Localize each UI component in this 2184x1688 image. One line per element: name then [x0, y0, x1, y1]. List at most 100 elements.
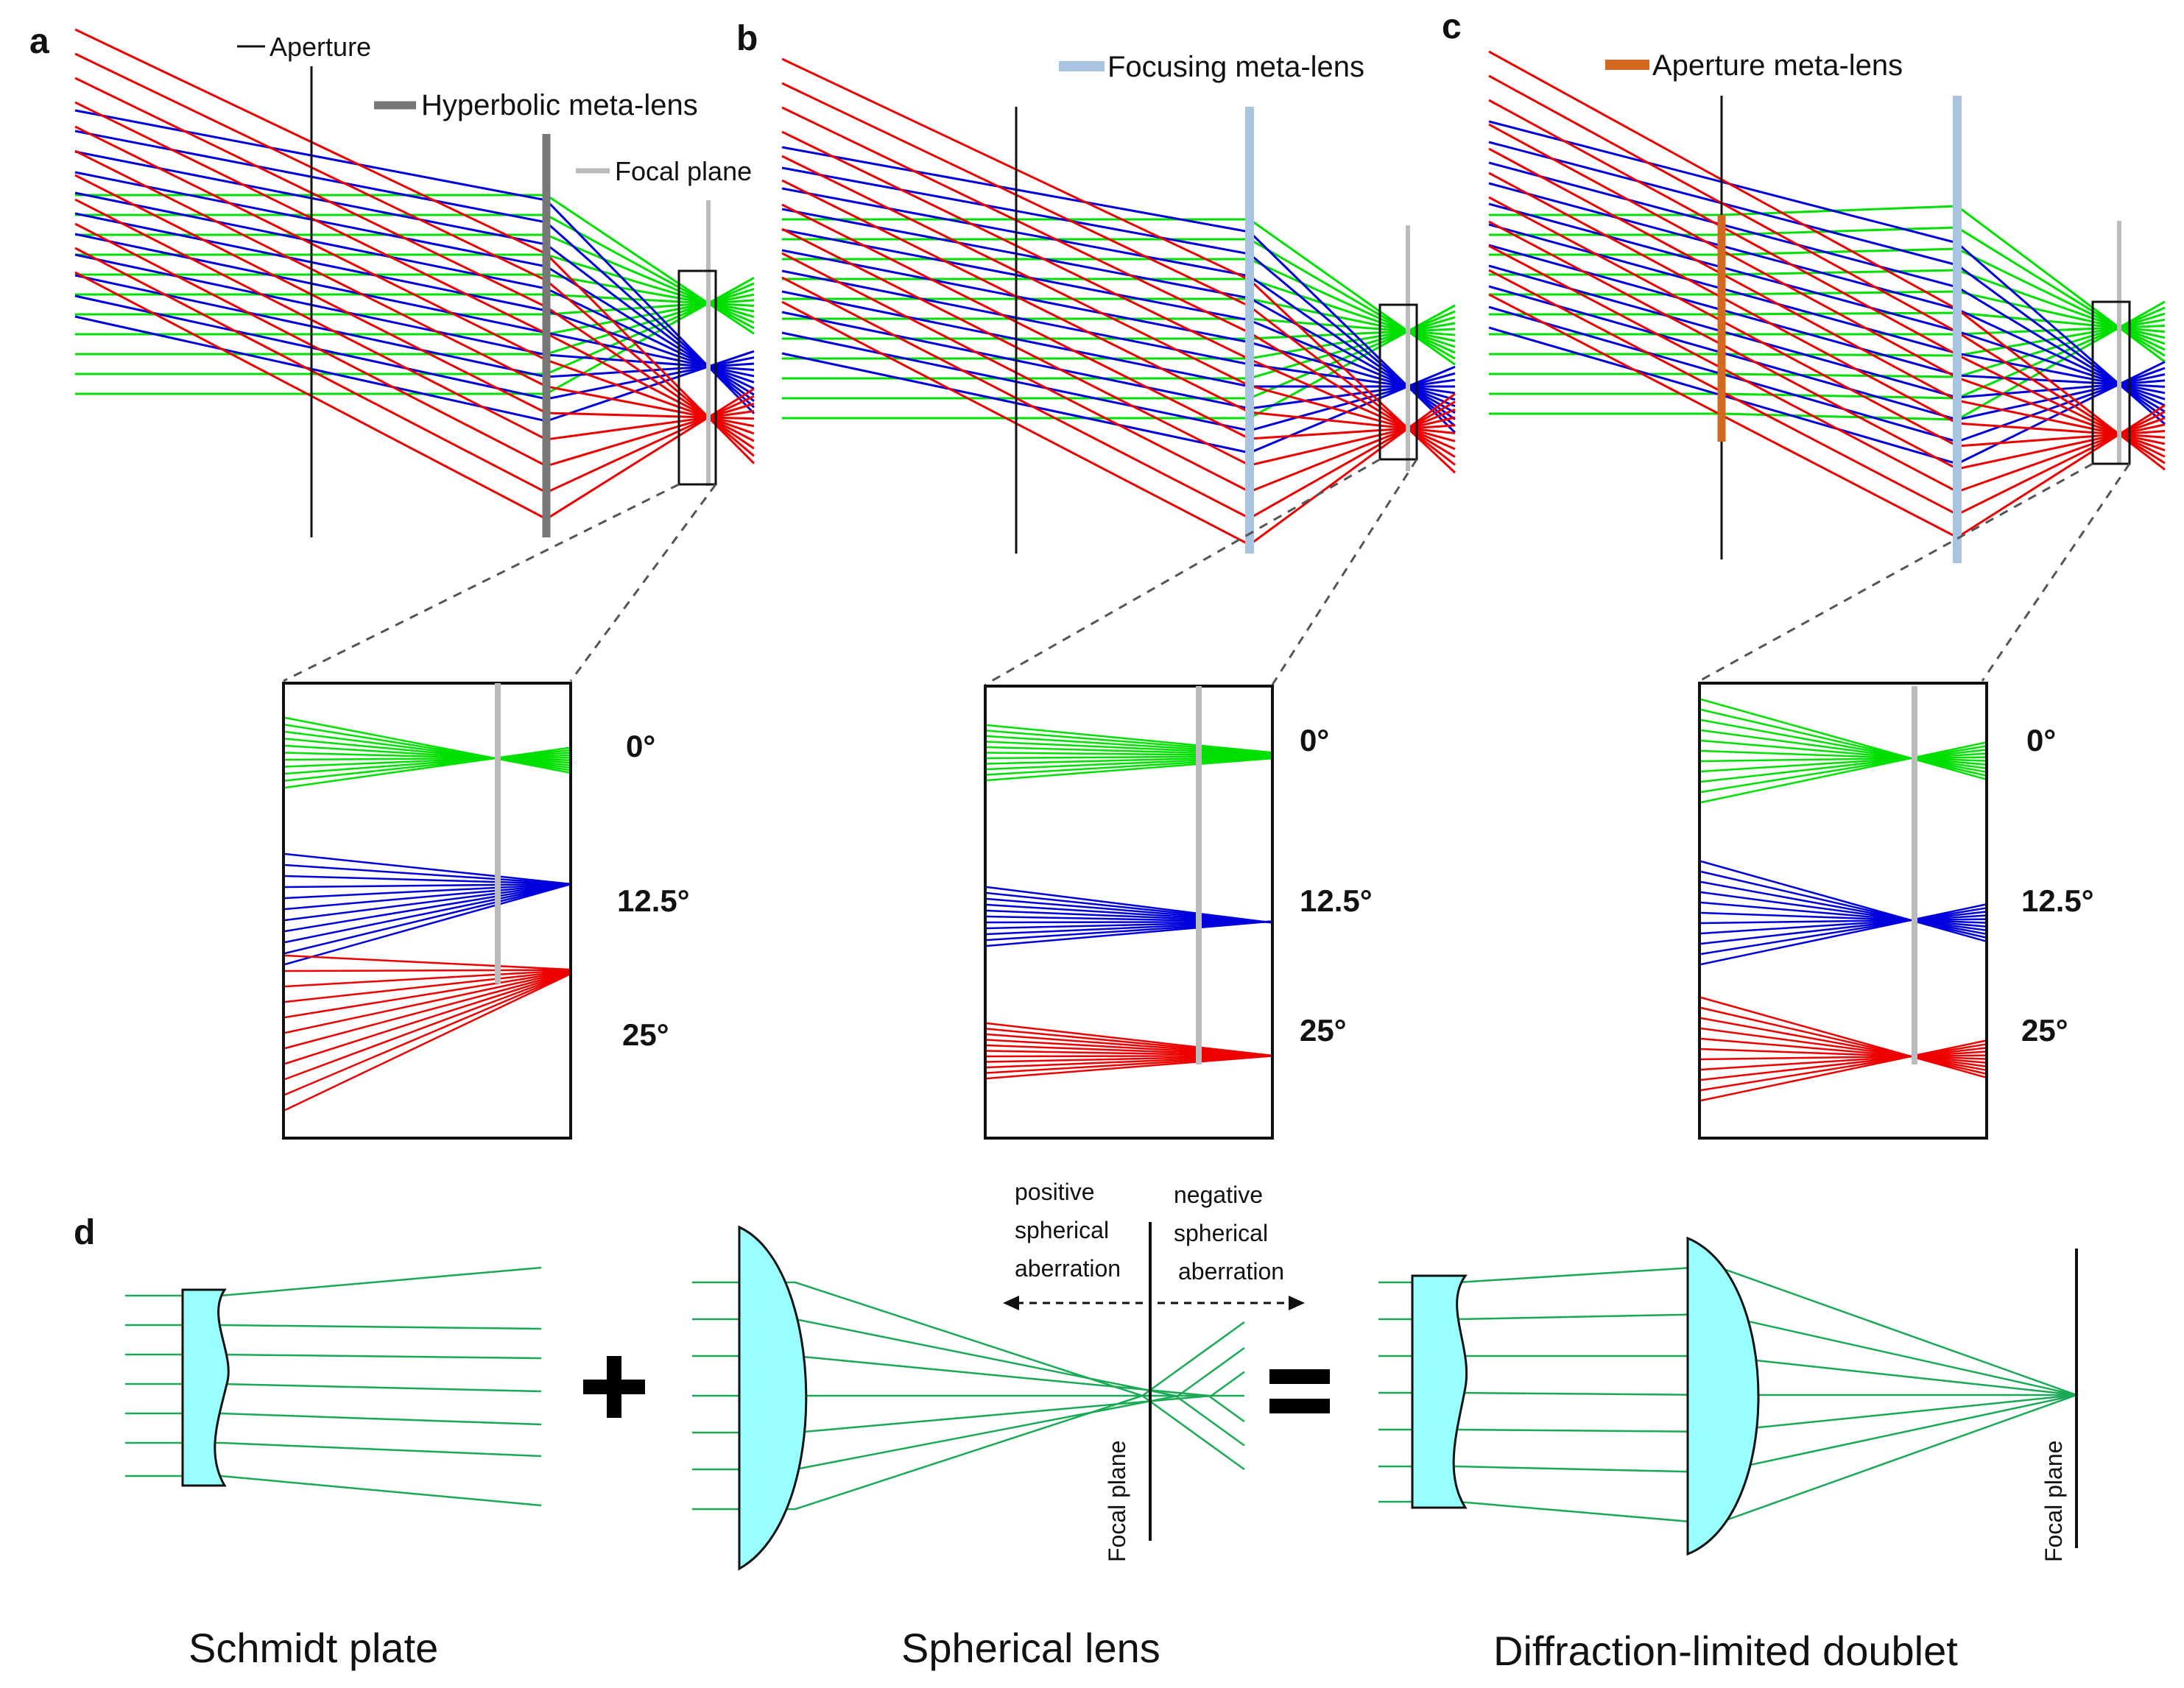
- panel-b-rays: [781, 57, 1456, 546]
- angle-a-12: 12.5°: [617, 883, 690, 918]
- zoom-box-c: [2091, 300, 2131, 465]
- arrowhead-negative: [1289, 1296, 1305, 1310]
- zoom-ray: [986, 757, 1272, 776]
- zoom-ray: [986, 756, 1272, 771]
- ray-green: [75, 277, 755, 395]
- negative-line3: aberration: [1178, 1258, 1284, 1285]
- caption-spherical-lens: Spherical lens: [901, 1625, 1160, 1671]
- ray-green: [75, 273, 755, 313]
- legend-aperture: Aperture: [270, 32, 371, 62]
- zoom-ray: [1700, 996, 1986, 1078]
- ray-green: [75, 293, 755, 307]
- zoom-inset-c: [1698, 682, 1988, 1140]
- ray-green: [75, 253, 755, 319]
- zoom-ray: [986, 920, 1272, 947]
- zoom-ray: [284, 864, 570, 885]
- arrowhead-positive: [1003, 1296, 1019, 1310]
- ray-green: [75, 213, 755, 330]
- zoom-ray: [284, 973, 570, 1112]
- legend-hyperbolic: Hyperbolic meta-lens: [421, 89, 698, 121]
- zoom-ray: [1700, 1039, 1986, 1102]
- zoom-guide-c-right: [1981, 463, 2131, 682]
- legend-focal-plane: Focal plane: [615, 156, 752, 186]
- ray-green: [1489, 312, 2166, 378]
- negative-line2: spherical: [1174, 1220, 1268, 1246]
- ray-green: [1489, 247, 2166, 351]
- ray-green: [1489, 306, 2166, 400]
- zoom-ray: [284, 971, 570, 1034]
- ray-blue: [781, 146, 1456, 434]
- panel-c-zoom-rays: [1700, 698, 1986, 1102]
- zoom-ray: [284, 971, 570, 1050]
- angle-b-25: 25°: [1300, 1013, 1347, 1048]
- zoom-ray: [986, 1055, 1272, 1080]
- positive-line1: positive: [1015, 1179, 1095, 1205]
- panel-letter-c: c: [1442, 7, 1462, 46]
- zoom-ray: [284, 883, 570, 944]
- focal-plane-label-right: Focal plane: [2040, 1441, 2067, 1562]
- panel-c-rays: [1488, 50, 2166, 539]
- zoom-ray: [284, 954, 570, 971]
- panel-a-zoom-rays: [284, 716, 570, 1112]
- zoom-inset-a: [282, 682, 572, 1140]
- zoom-ray: [986, 755, 1272, 760]
- ray-red: [781, 57, 1456, 474]
- zoom-ray: [986, 758, 1272, 782]
- spherical-lens: [738, 1225, 808, 1571]
- angle-a-0: 0°: [626, 729, 655, 763]
- zoom-ray: [986, 746, 1272, 756]
- angle-c-25: 25°: [2021, 1013, 2068, 1048]
- zoom-guide-c-left: [1699, 462, 2093, 682]
- zoom-ray: [1700, 880, 1986, 935]
- doublet-spherical-lens: [1686, 1236, 1760, 1556]
- schmidt-ray: [125, 1412, 542, 1426]
- zoom-inset-b: [984, 685, 1274, 1140]
- zoom-ray: [284, 883, 570, 955]
- zoom-ray: [284, 972, 570, 1081]
- ray-red: [1488, 172, 2166, 439]
- angle-c-12: 12.5°: [2021, 883, 2094, 918]
- equals-sign-top: [1269, 1369, 1330, 1384]
- panel-letter-d: d: [74, 1213, 95, 1252]
- ray-green: [782, 297, 1456, 342]
- zoom-guide-b-left: [984, 458, 1381, 686]
- ray-red: [1488, 123, 2166, 452]
- caption-doublet: Diffraction-limited doublet: [1493, 1628, 1958, 1674]
- zoom-guide-a-left: [283, 483, 680, 682]
- zoom-ray: [284, 730, 570, 769]
- zoom-ray: [1700, 860, 1986, 942]
- panel-letter-b: b: [736, 19, 758, 58]
- zoom-ray: [1700, 903, 1986, 966]
- legend-focusing: Focusing meta-lens: [1107, 51, 1364, 83]
- plus-sign-v: [607, 1356, 621, 1418]
- negative-line1: negative: [1174, 1182, 1263, 1208]
- legend-aperture-meta: Aperture meta-lens: [1652, 49, 1903, 82]
- angle-c-0: 0°: [2026, 723, 2056, 758]
- ray-green: [1489, 300, 2166, 421]
- ray-green: [782, 218, 1456, 366]
- schmidt-ray: [125, 1441, 542, 1458]
- zoom-ray: [1700, 718, 1986, 773]
- equals-sign-bottom: [1269, 1399, 1330, 1413]
- positive-line3: aberration: [1015, 1255, 1121, 1282]
- zoom-ray: [284, 883, 570, 922]
- ray-green: [1489, 324, 2166, 336]
- zoom-box-b: [1378, 303, 1418, 461]
- ray-green: [1489, 269, 2166, 345]
- ray-red: [74, 222, 755, 467]
- angle-a-25: 25°: [622, 1017, 669, 1052]
- zoom-ray: [1700, 698, 1986, 780]
- doublet-schmidt-plate: [1411, 1274, 1468, 1509]
- zoom-guide-a-right: [569, 484, 717, 682]
- ray-green: [75, 299, 755, 316]
- zoom-box-a: [677, 269, 717, 486]
- angle-b-12: 12.5°: [1300, 883, 1373, 918]
- zoom-ray: [284, 972, 570, 1065]
- focal-plane-label-middle: Focal plane: [1104, 1441, 1130, 1562]
- ray-green: [782, 278, 1456, 348]
- zoom-ray: [986, 741, 1272, 755]
- ray-green: [1489, 290, 2166, 339]
- ray-green: [782, 304, 1456, 420]
- ray-green: [782, 258, 1456, 354]
